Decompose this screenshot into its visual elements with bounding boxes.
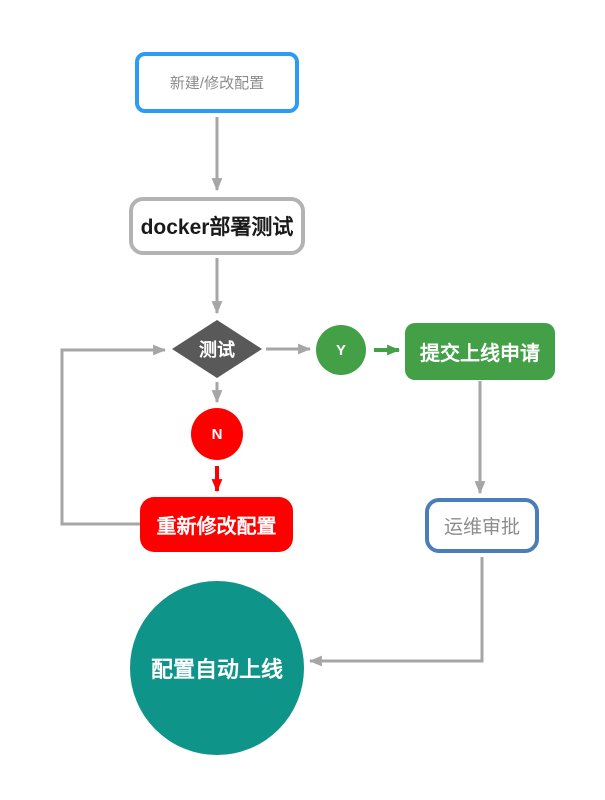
badge-no: N [191,408,243,460]
node-new-modify-config: 新建/修改配置 [135,52,299,113]
edge-ops-to-auto-online [308,557,484,667]
node-submit-online-request: 提交上线申请 [405,323,555,380]
node-ops-approval: 运维审批 [425,498,539,553]
node-decision-test-label: 测试 [199,340,235,360]
node-config-auto-online: 配置自动上线 [130,581,304,755]
node-docker-deploy-test-label: docker部署测试 [140,216,294,239]
node-new-modify-config-label: 新建/修改配置 [169,75,265,92]
node-remodify-config: 重新修改配置 [140,497,293,552]
badge-yes: Y [316,325,366,375]
badge-no-label: N [211,425,223,443]
node-remodify-config-label: 重新修改配置 [156,516,277,538]
node-config-auto-online-label: 配置自动上线 [150,657,283,682]
node-ops-approval-label: 运维审批 [443,517,520,538]
edge-remodify-loop-to-decision [60,344,167,526]
badge-yes-label: Y [335,341,346,359]
node-submit-online-request-label: 提交上线申请 [420,343,540,365]
node-docker-deploy-test: docker部署测试 [129,197,305,255]
